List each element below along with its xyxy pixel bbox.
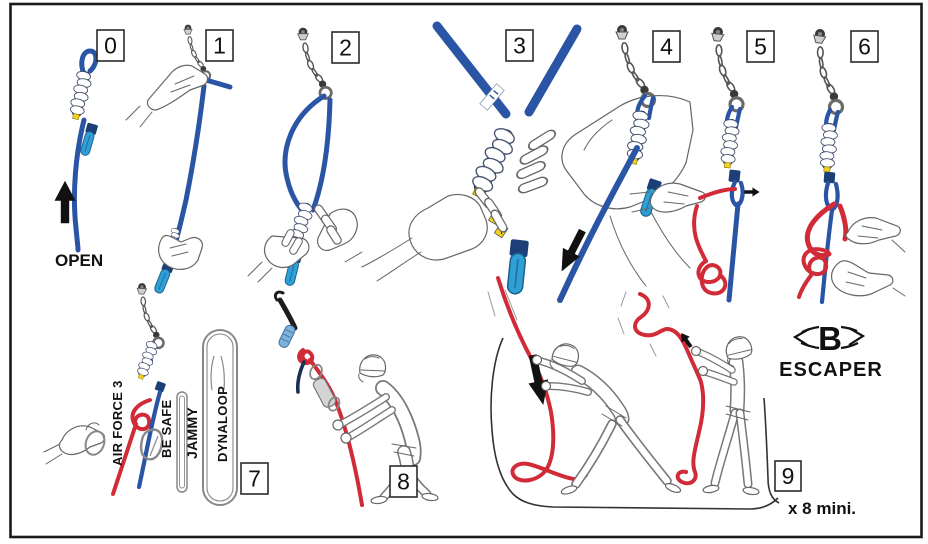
step-4-illustration [553, 23, 663, 303]
svg-text:9: 9 [782, 463, 795, 489]
figure-border [9, 2, 923, 539]
product-label-dynaloop: DYNALOOP [215, 386, 230, 462]
anchor-chain [131, 281, 169, 350]
climber-rappelling [332, 354, 439, 506]
climber-pulling-rope [531, 340, 683, 497]
rope-hardware [309, 363, 341, 412]
logo-right-chevron-icon [848, 327, 866, 346]
anchor-chain [801, 26, 855, 116]
logo-letter: B [818, 320, 842, 357]
product-label-air-force-3: AIR FORCE 3 [110, 380, 125, 466]
step-9-number-box: 9 [774, 460, 802, 492]
step-8-number-box: 8 [389, 465, 418, 498]
step-0-number-box: 0 [96, 29, 125, 62]
step-4-number-box: 4 [652, 30, 681, 63]
svg-text:4: 4 [660, 34, 673, 60]
hands-holding-device [247, 202, 358, 283]
logo-left-chevron-icon [792, 328, 810, 347]
brand-product-name: ESCAPER [779, 359, 883, 381]
be-safe-carabiner [139, 428, 164, 461]
anchor-chain [614, 23, 657, 109]
figure-eight-knot [696, 259, 728, 296]
step-2-illustration [247, 26, 358, 288]
step-2-number-box: 2 [331, 31, 360, 64]
hand-threading-red-rope [629, 182, 706, 213]
svg-text:1: 1 [213, 33, 226, 59]
svg-text:7: 7 [248, 466, 261, 492]
hand-with-carabiner [43, 422, 106, 465]
step-7-illustration [43, 281, 238, 506]
step-5-illustration [629, 24, 760, 303]
svg-text:0: 0 [104, 33, 117, 59]
open-caption: OPEN [55, 251, 103, 270]
dynaloop-sling [202, 329, 238, 506]
svg-text:8: 8 [397, 469, 410, 495]
overhand-knot [801, 247, 830, 276]
svg-text:6: 6 [858, 34, 871, 60]
anchor-chain [702, 24, 753, 114]
repeat-note: x 8 mini. [788, 499, 856, 518]
panel-outline [490, 337, 779, 510]
step-0-illustration [54, 48, 99, 253]
thread-direction-arrow-icon [744, 187, 760, 197]
product-label-jammy: JAMMY [184, 407, 200, 459]
hand-pulling-device [152, 226, 203, 296]
svg-text:5: 5 [754, 34, 767, 60]
step-1-illustration [125, 23, 233, 296]
jammy-sling [176, 391, 188, 493]
step-3-number-box: 3 [505, 29, 534, 62]
step-5-number-box: 5 [746, 30, 775, 63]
step-1-number-box: 1 [205, 29, 234, 62]
anchor-chain [296, 26, 333, 100]
hand-threading-rope [125, 64, 209, 128]
beal-escaper-logo: B ESCAPER [779, 320, 883, 381]
step-6-number-box: 6 [850, 30, 879, 63]
product-label-be-safe: BE SAFE [159, 400, 174, 458]
left-hand [344, 185, 510, 282]
step-3-illustration [344, 21, 694, 296]
step-7-number-box: 7 [240, 462, 269, 495]
step-6-illustration [797, 26, 906, 305]
svg-text:3: 3 [513, 33, 526, 59]
joining-knot [130, 398, 152, 432]
hands-tying-knot [830, 217, 906, 297]
svg-text:2: 2 [339, 35, 352, 61]
step-9-illustration [487, 276, 780, 510]
climber-shaking-rope [690, 333, 760, 497]
